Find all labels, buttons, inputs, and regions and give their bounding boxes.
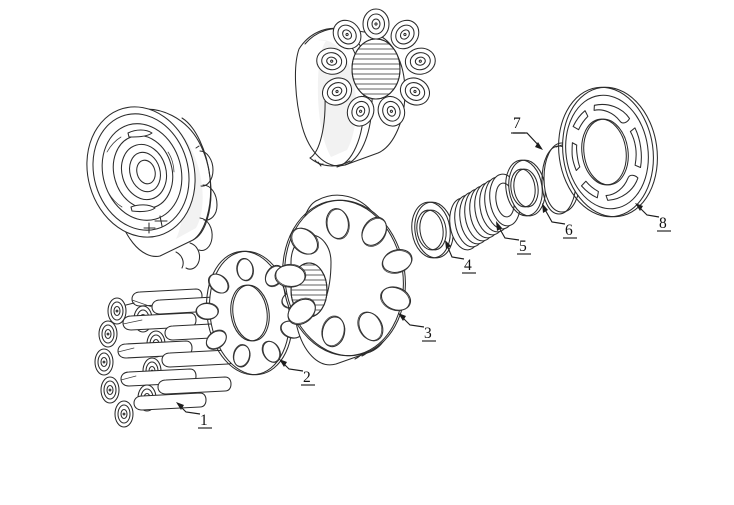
callout-2[interactable]: 2 <box>279 359 315 386</box>
part-cylinder-block <box>274 194 413 366</box>
piston-bore-group <box>274 208 413 348</box>
callout-number: 6 <box>565 222 573 239</box>
callout-number: 4 <box>464 257 472 274</box>
piston-face-group <box>316 8 436 127</box>
retainer-hole-group <box>195 257 305 368</box>
callout-leader <box>542 205 566 225</box>
callout-number: 1 <box>200 412 208 429</box>
part-washer-inner <box>411 201 454 259</box>
callout-1[interactable]: 1 <box>176 402 212 429</box>
callout-arrowhead <box>176 402 184 410</box>
callout-7[interactable]: 7 <box>511 115 543 150</box>
callout-3[interactable]: 3 <box>398 313 436 342</box>
callout-arrowhead <box>635 203 643 211</box>
callout-arrowhead <box>445 240 451 249</box>
callout-5[interactable]: 5 <box>496 221 531 255</box>
callout-arrowhead <box>542 203 548 213</box>
part-retainer-plate <box>195 250 305 376</box>
callout-8[interactable]: 8 <box>635 203 671 232</box>
callout-arrowhead <box>279 359 287 367</box>
callout-arrowhead <box>398 313 406 321</box>
callout-number: 8 <box>659 215 667 232</box>
callout-6[interactable]: 6 <box>542 203 577 239</box>
spring-coil <box>449 173 521 251</box>
callout-4[interactable]: 4 <box>445 240 476 274</box>
callout-arrowhead <box>496 221 502 231</box>
spline-bore-hatch <box>352 43 400 95</box>
part-assembly-piston-end <box>294 8 436 168</box>
callout-number: 5 <box>519 238 527 255</box>
callout-number: 3 <box>424 325 432 342</box>
cylinder-block-face <box>274 199 413 357</box>
callout-layer: 1 2 3 4 5 <box>176 115 671 429</box>
piston-shoe-ring <box>316 8 436 127</box>
part-assembly-valve-end <box>86 106 218 270</box>
callout-number: 2 <box>303 369 311 386</box>
valve-end-face <box>86 106 196 238</box>
part-washer-outer <box>505 159 546 217</box>
piston <box>114 392 207 428</box>
kidney-slot-group <box>571 104 642 201</box>
callout-arrowhead <box>535 142 543 150</box>
part-valve-plate <box>558 86 658 218</box>
callout-number: 7 <box>513 115 521 132</box>
part-piston-assembly <box>94 288 237 428</box>
piston-cavity-group <box>175 145 218 270</box>
part-compression-spring <box>449 173 521 251</box>
